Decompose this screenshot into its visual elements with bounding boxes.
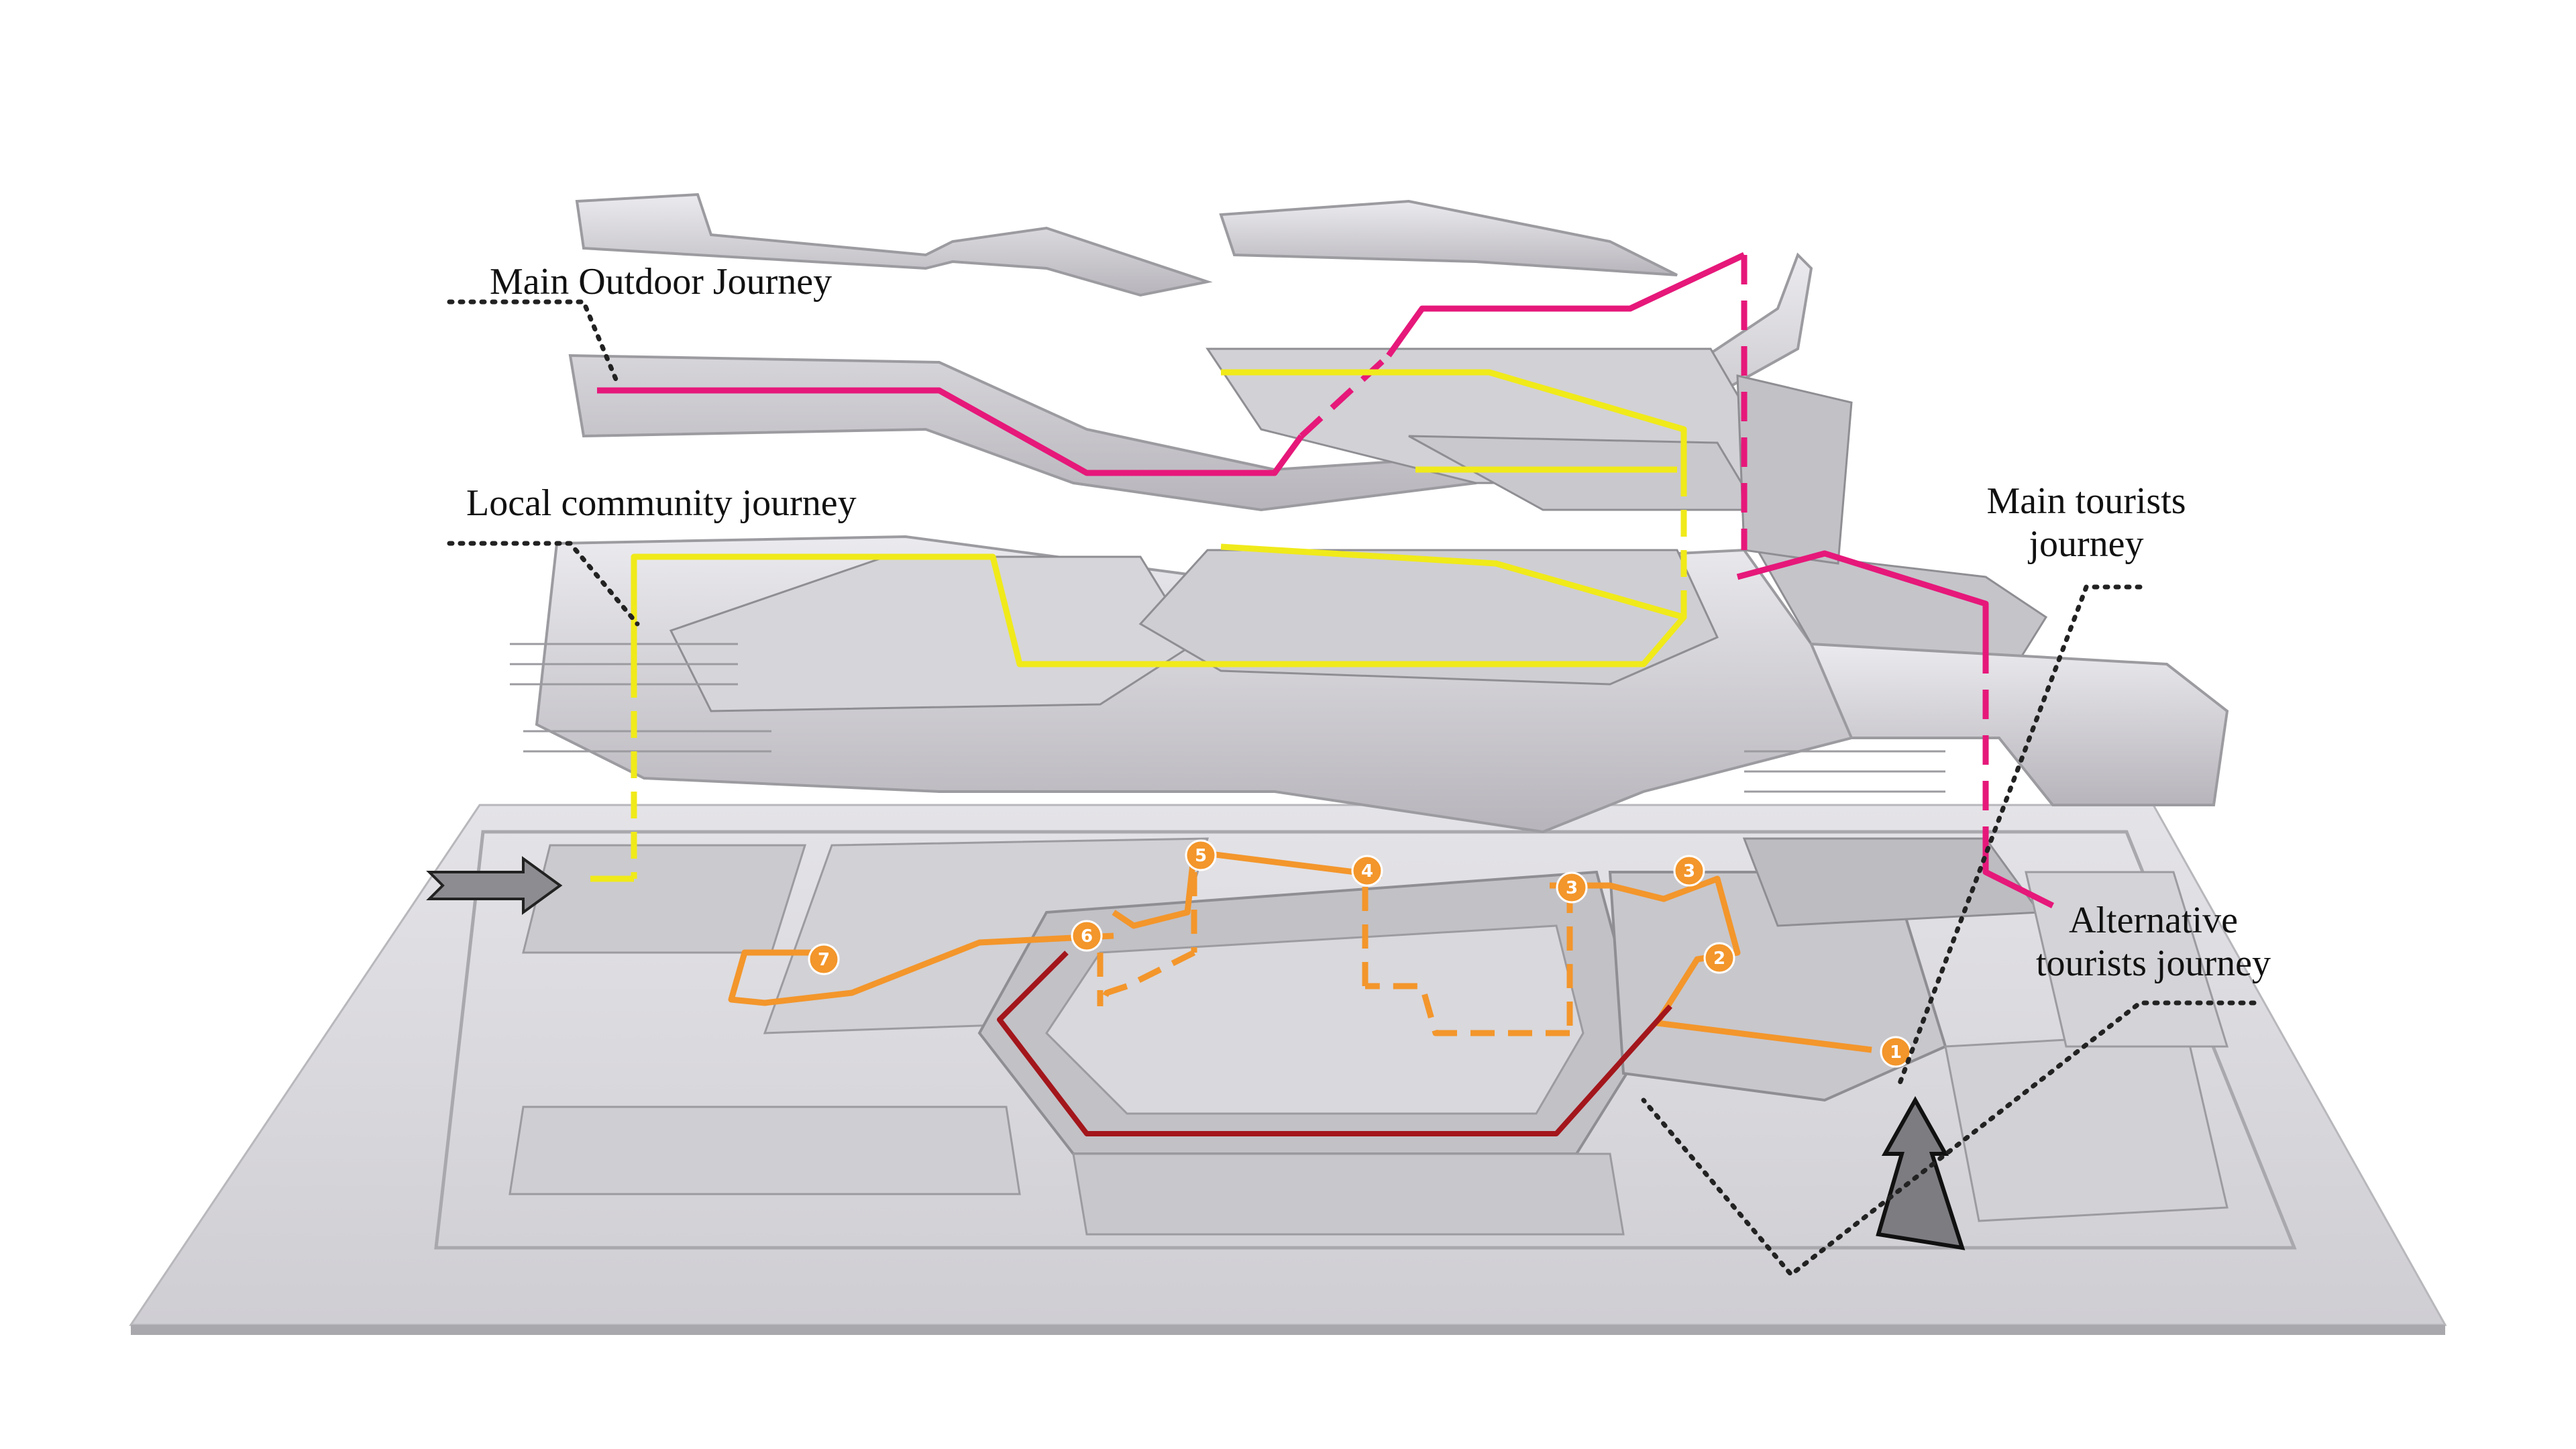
svg-text:1: 1 xyxy=(1890,1042,1902,1063)
svg-text:4: 4 xyxy=(1361,861,1373,881)
local-community-journey-label: Local community journey xyxy=(466,482,857,524)
leader-lines xyxy=(447,299,2257,1278)
marker-6: 6 xyxy=(1071,920,1103,952)
marker-1: 1 xyxy=(1880,1036,1912,1068)
ground-floor-base xyxy=(129,804,2447,1335)
svg-text:3: 3 xyxy=(1683,861,1695,881)
marker-3b: 3 xyxy=(1556,871,1588,904)
main-tourists-journey-label: Main tourists journey xyxy=(1945,480,2227,566)
marker-5: 5 xyxy=(1185,839,1217,871)
svg-text:2: 2 xyxy=(1713,949,1725,969)
main-outdoor-journey-label: Main Outdoor Journey xyxy=(490,261,833,303)
alternative-label-line2: tourists journey xyxy=(2036,943,2271,985)
local-community-journey-line xyxy=(590,369,1687,882)
top-level-slabs xyxy=(568,193,1853,565)
main-tourists-label-line1: Main tourists xyxy=(1986,480,2186,522)
svg-text:7: 7 xyxy=(818,950,830,970)
svg-text:3: 3 xyxy=(1566,878,1578,898)
alternative-label-line1: Alternative xyxy=(2069,900,2238,941)
marker-4: 4 xyxy=(1351,855,1383,887)
middle-level-slabs xyxy=(510,535,2229,834)
main-outdoor-journey-line xyxy=(597,252,2055,909)
marker-3a: 3 xyxy=(1673,855,1705,887)
svg-text:5: 5 xyxy=(1195,846,1207,866)
alternative-tourists-journey-label: Alternative tourists journey xyxy=(2012,899,2294,985)
main-tourists-label-line2: journey xyxy=(2029,523,2144,566)
marker-7: 7 xyxy=(808,943,840,975)
svg-text:6: 6 xyxy=(1081,926,1093,947)
marker-2: 2 xyxy=(1703,942,1735,974)
alternative-tourists-journey-line xyxy=(997,951,1672,1136)
